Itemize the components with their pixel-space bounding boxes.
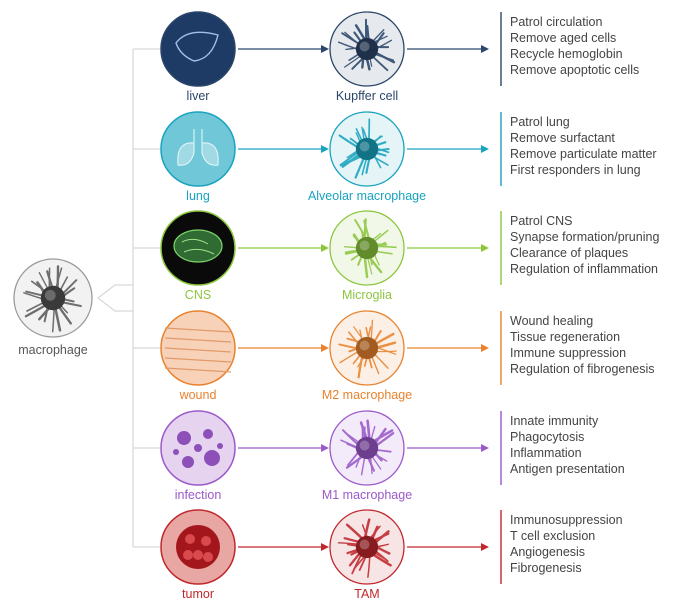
function-item: Patrol lung (510, 115, 570, 129)
tissue-label-liver: liver (186, 89, 210, 103)
tissue-image-tumor (160, 509, 236, 585)
function-item: T cell exclusion (510, 529, 596, 543)
function-item: Regulation of fibrogenesis (510, 362, 655, 376)
function-item: Remove surfactant (510, 131, 615, 145)
function-item: Clearance of plaques (510, 246, 629, 260)
arrowhead-fn-2 (481, 244, 489, 252)
function-item: Regulation of inflammation (510, 262, 658, 276)
cell-image-0 (337, 18, 396, 72)
cell-type-label-5: TAM (354, 587, 380, 601)
tissue-image-lung (160, 111, 236, 187)
function-item: First responders in lung (510, 163, 641, 177)
function-item: Angiogenesis (510, 545, 586, 559)
macrophage-source-label: macrophage (18, 343, 88, 357)
cell-image-1 (338, 118, 390, 179)
function-item: Phagocytosis (510, 430, 585, 444)
cell-image-4 (340, 419, 395, 476)
cell-type-label-4: M1 macrophage (321, 488, 413, 502)
function-item: Wound healing (510, 314, 594, 328)
arrowhead-0 (321, 45, 329, 53)
cell-type-label-0: Kupffer cell (335, 89, 399, 103)
arrowhead-fn-0 (481, 45, 489, 53)
function-item: Tissue regeneration (510, 330, 621, 344)
arrowhead-fn-5 (481, 543, 489, 551)
function-item: Remove aged cells (510, 31, 617, 45)
function-item: Patrol circulation (510, 15, 603, 29)
function-item: Remove apoptotic cells (510, 63, 640, 77)
cell-image-2 (343, 218, 397, 279)
arrowhead-4 (321, 444, 329, 452)
tissue-label-cns: CNS (184, 288, 212, 302)
tissue-label-infection: infection (174, 488, 222, 502)
function-item: Inflammation (510, 446, 582, 460)
function-item: Immunosuppression (510, 513, 623, 527)
arrowhead-2 (321, 244, 329, 252)
function-item: Fibrogenesis (510, 561, 582, 575)
cell-image-3 (338, 319, 397, 379)
arrowhead-1 (321, 145, 329, 153)
arrowhead-fn-4 (481, 444, 489, 452)
tissue-image-cns (160, 210, 236, 286)
tissue-label-lung: lung (186, 189, 210, 203)
cell-type-label-1: Alveolar macrophage (307, 189, 427, 203)
bracket-mid-connector (97, 284, 133, 299)
arrowhead-5 (321, 543, 329, 551)
tissue-image-wound (160, 310, 236, 386)
function-item: Patrol CNS (510, 214, 573, 228)
cell-type-label-2: Microglia (341, 288, 393, 302)
function-item: Synapse formation/pruning (510, 230, 660, 244)
arrowhead-3 (321, 344, 329, 352)
cell-type-label-3: M2 macrophage (321, 388, 413, 402)
tissue-image-infection (160, 410, 236, 486)
arrowhead-fn-3 (481, 344, 489, 352)
tissue-label-wound: wound (179, 388, 217, 402)
arrowhead-fn-1 (481, 145, 489, 153)
function-item: Antigen presentation (510, 462, 625, 476)
cell-image-5 (337, 518, 392, 578)
function-item: Immune suppression (510, 346, 627, 360)
function-item: Innate immunity (510, 414, 599, 428)
bracket-mid-connector-lower (97, 297, 133, 312)
function-item: Remove particulate matter (510, 147, 657, 161)
function-item: Recycle hemoglobin (510, 47, 623, 61)
tissue-label-tumor: tumor (182, 587, 214, 601)
tissue-image-liver (160, 11, 236, 87)
macrophage-source-cell (23, 265, 82, 333)
